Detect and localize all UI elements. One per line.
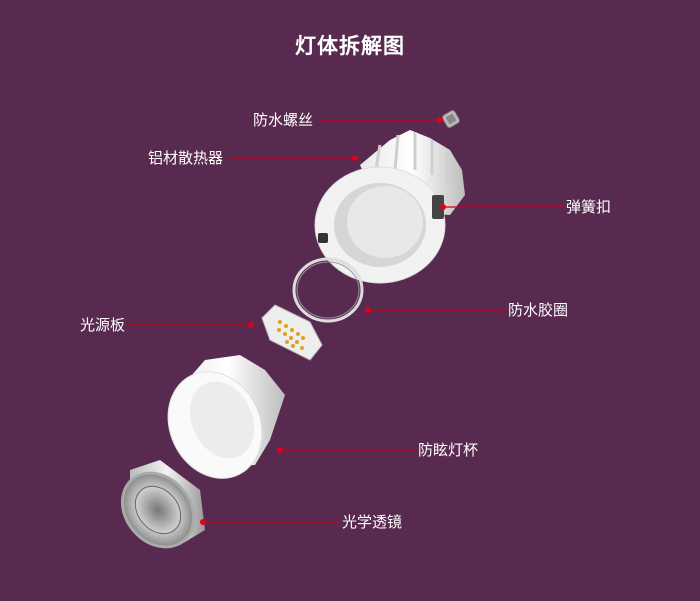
label-spring-clip: 弹簧扣 bbox=[566, 198, 612, 216]
label-gasket: 防水胶圈 bbox=[508, 301, 569, 319]
waterproof-screw bbox=[442, 110, 460, 128]
page-title: 灯体拆解图 bbox=[295, 34, 405, 58]
led-board bbox=[261, 304, 323, 361]
label-screw: 防水螺丝 bbox=[253, 111, 314, 129]
waterproof-gasket bbox=[292, 257, 364, 323]
anti-glare-reflector bbox=[167, 355, 285, 479]
label-led-board: 光源板 bbox=[80, 316, 126, 334]
label-reflector: 防眩灯杯 bbox=[418, 441, 479, 459]
label-heatsink: 铝材散热器 bbox=[148, 149, 224, 167]
label-lens: 光学透镜 bbox=[342, 513, 403, 531]
leader-lines bbox=[130, 117, 563, 525]
aluminum-heatsink bbox=[314, 130, 465, 284]
optical-lens bbox=[120, 460, 205, 549]
